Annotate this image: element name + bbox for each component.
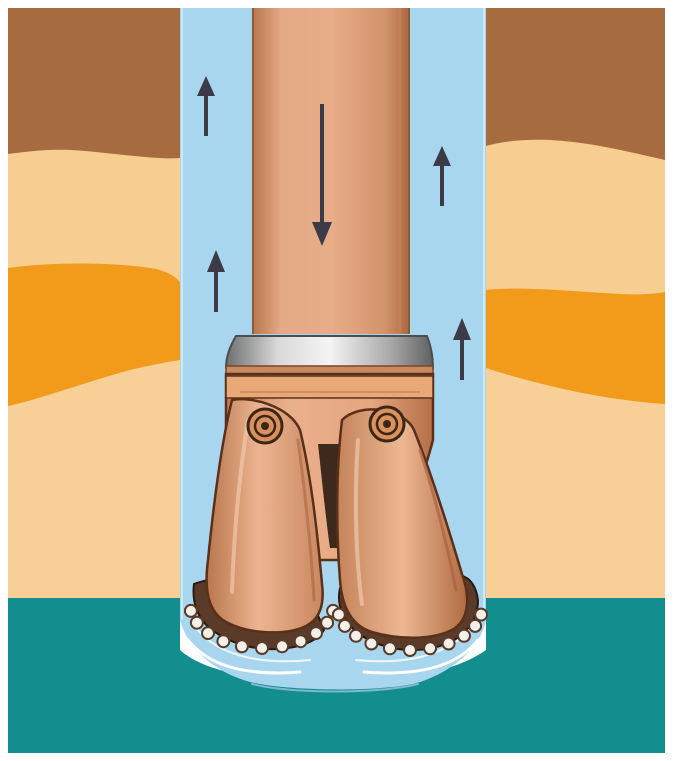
left-cone-tooth	[295, 635, 307, 647]
left-cone-tooth	[191, 617, 203, 629]
left-cone-tooth	[321, 617, 333, 629]
drill-pipe	[253, 8, 409, 334]
right-cone-tooth	[365, 638, 377, 650]
cone-bearing-right	[370, 407, 404, 441]
left-cone-tooth	[185, 605, 197, 617]
right-cone-tooth	[384, 642, 396, 654]
left-cone-tooth	[310, 627, 322, 639]
right-cone-tooth	[475, 609, 487, 621]
brown-layer-right	[486, 8, 665, 160]
right-cone-tooth	[339, 620, 351, 632]
cone-bearing-left	[248, 409, 282, 443]
left-cone-tooth	[236, 640, 248, 652]
left-cone-tooth	[202, 627, 214, 639]
right-cone-tooth	[333, 609, 345, 621]
left-cone-tooth	[217, 635, 229, 647]
right-cone-tooth	[350, 630, 362, 642]
left-cone-tooth	[256, 642, 268, 654]
left-cone-tooth	[276, 640, 288, 652]
rock-strata-right	[486, 8, 665, 598]
right-cone-tooth	[443, 638, 455, 650]
sand-layer-right-lower	[486, 368, 665, 598]
rock-strata-left	[8, 8, 180, 598]
right-cone-tooth	[424, 642, 436, 654]
right-cone-tooth	[458, 630, 470, 642]
right-cone-tooth	[404, 644, 416, 656]
brown-layer-left	[8, 8, 180, 158]
drill-collar-ring	[226, 336, 433, 376]
right-cone-tooth	[469, 620, 481, 632]
